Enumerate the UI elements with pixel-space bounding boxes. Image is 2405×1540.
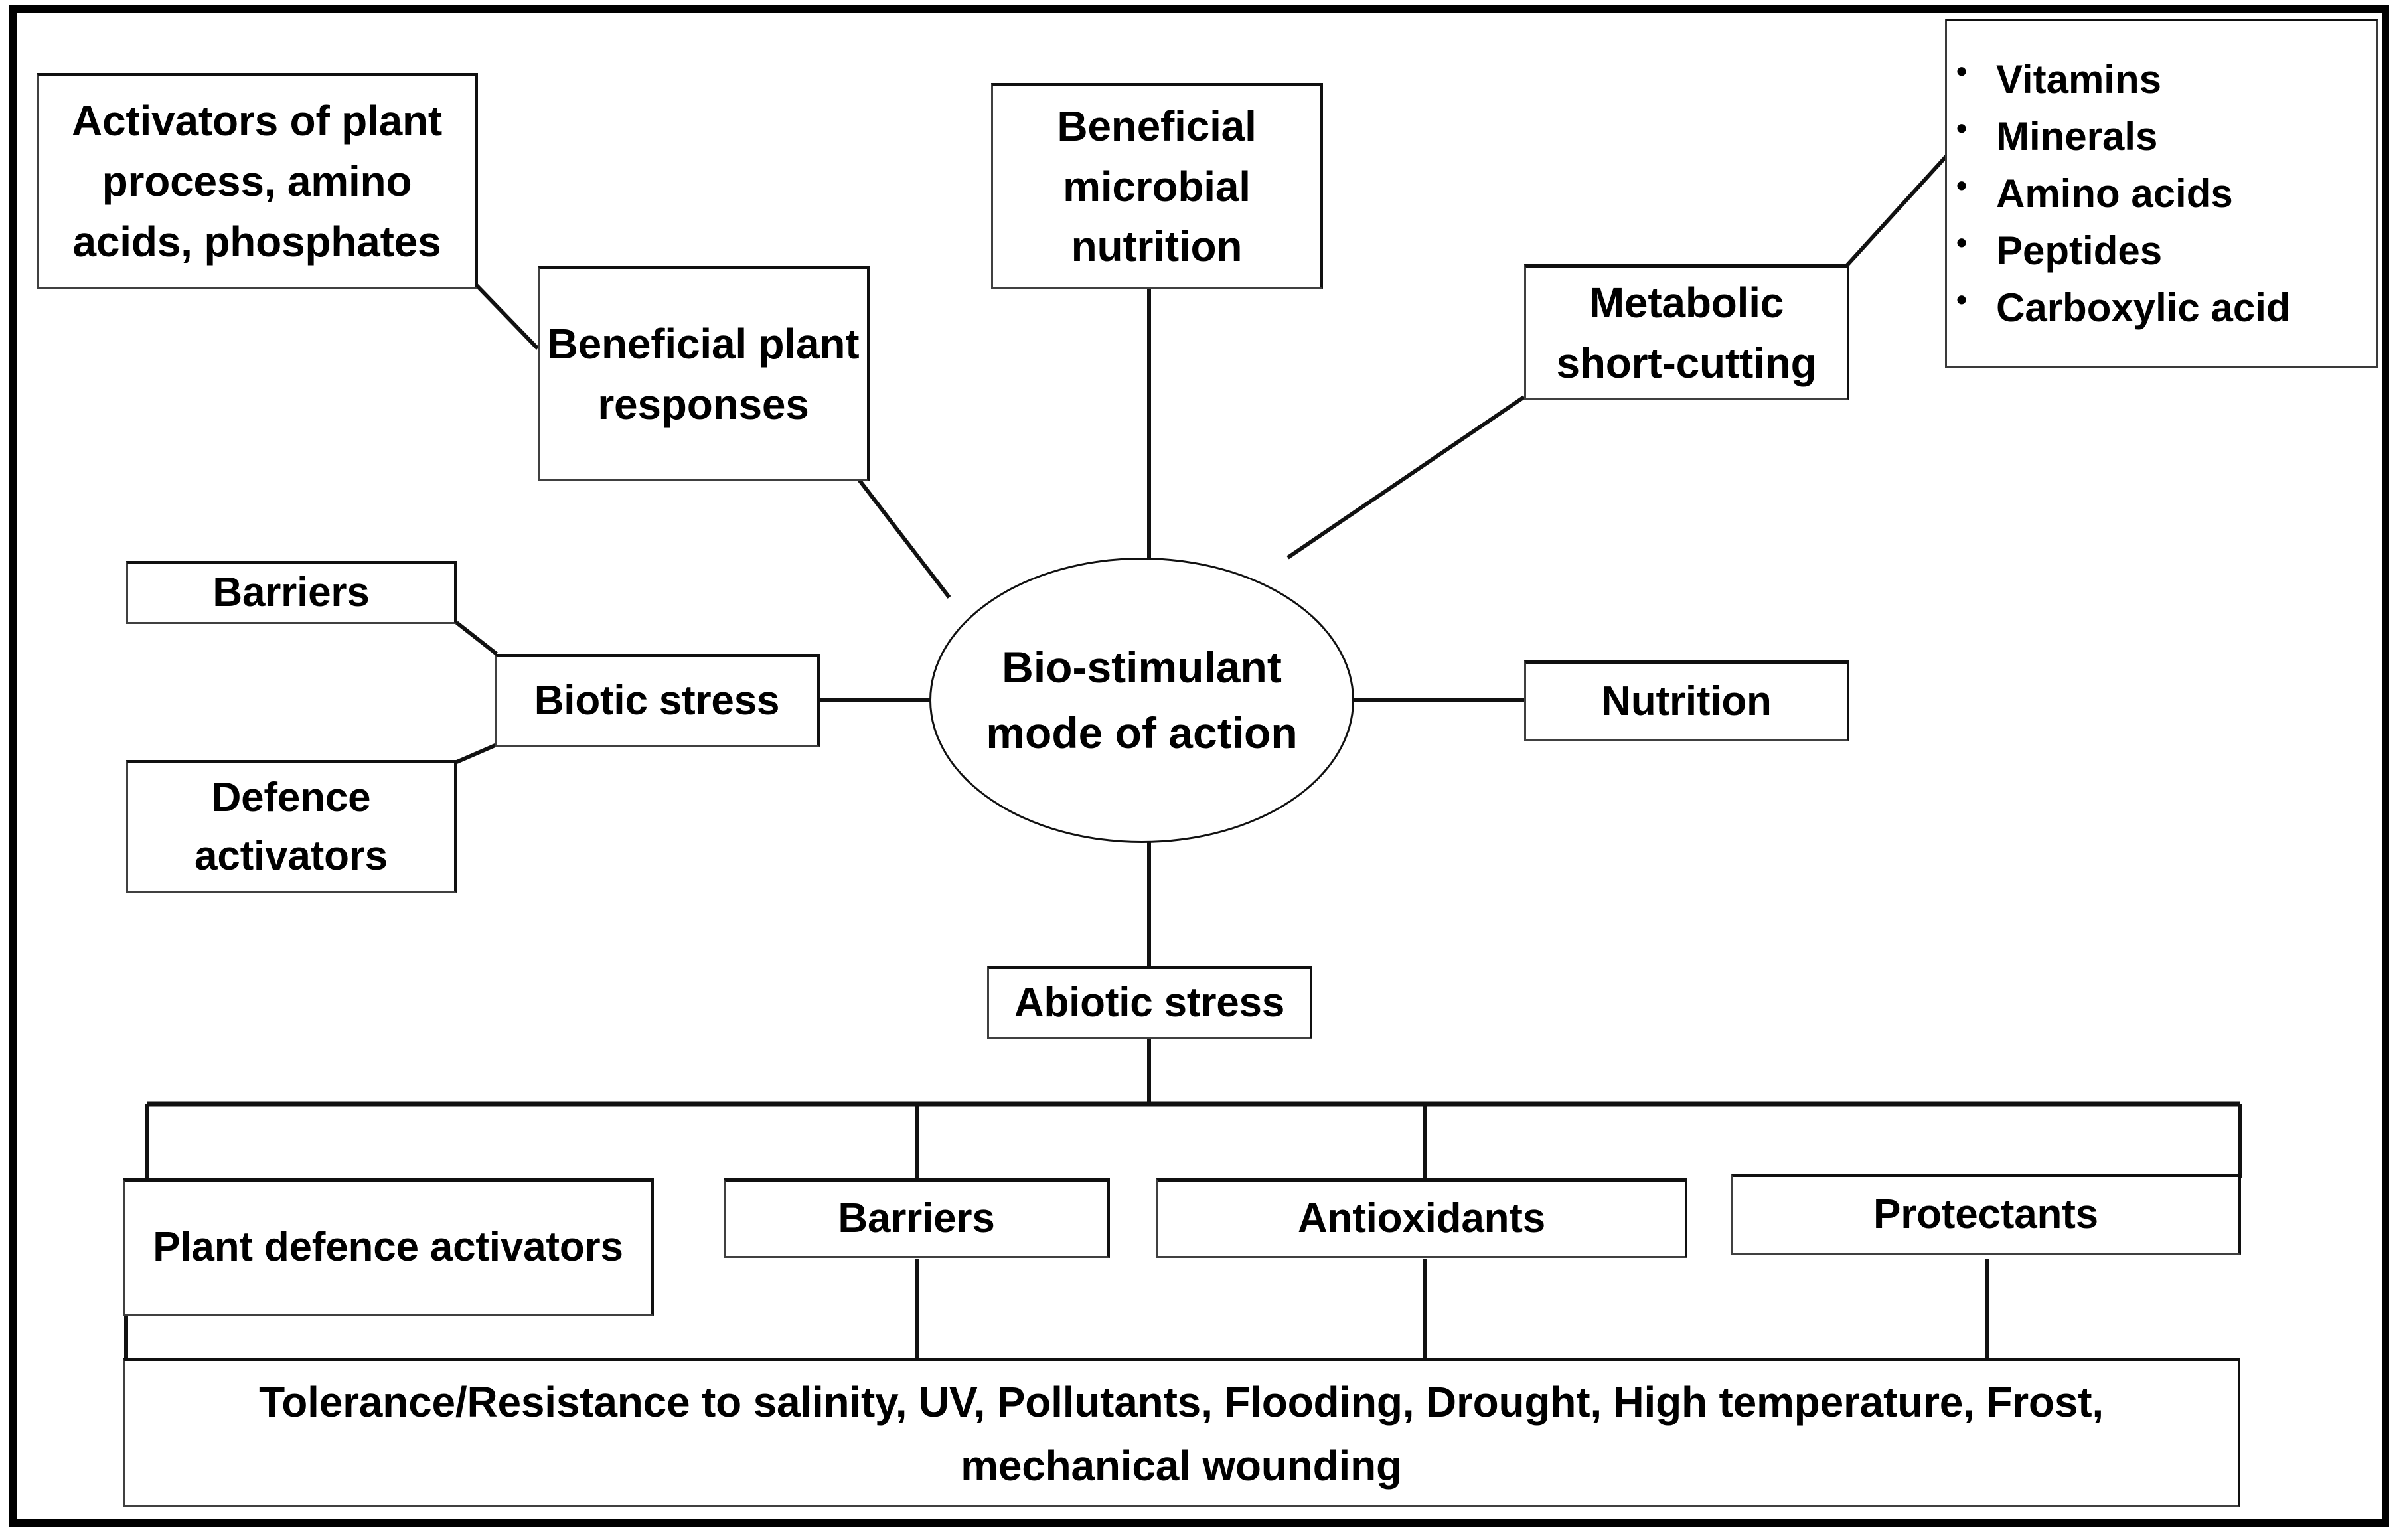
node-biotic-stress[interactable]: Biotic stress xyxy=(495,654,820,747)
node-label: Antioxidants xyxy=(1297,1195,1546,1241)
node-tolerance-resistance[interactable]: Tolerance/Resistance to salinity, UV, Po… xyxy=(123,1358,2240,1507)
node-beneficial-microbial-nutrition[interactable]: Beneficial microbial nutrition xyxy=(991,83,1323,289)
node-label: Protectants xyxy=(1873,1191,2098,1237)
node-label: Beneficial plant responses xyxy=(547,319,860,428)
node-label: Activators of plant process, amino acids… xyxy=(71,97,443,266)
node-activators-of-plant-process[interactable]: Activators of plant process, amino acids… xyxy=(37,73,478,289)
node-label: Beneficial microbial nutrition xyxy=(1057,102,1257,271)
center-node-label: Bio-stimulant mode of action xyxy=(986,635,1297,766)
node-label: Barriers xyxy=(838,1195,995,1241)
node-metabolic-short-cutting[interactable]: Metabolic short-cutting xyxy=(1524,264,1849,400)
node-plant-defence-activators[interactable]: Plant defence activators xyxy=(123,1178,654,1316)
node-label: Biotic stress xyxy=(534,677,780,724)
metabolites-list-box[interactable]: Vitamins Minerals Amino acids Peptides C… xyxy=(1945,19,2378,368)
center-node-label-line2: mode of action xyxy=(986,708,1298,757)
node-antioxidants[interactable]: Antioxidants xyxy=(1156,1178,1687,1258)
list-item: Minerals xyxy=(1956,108,2376,165)
node-beneficial-plant-responses[interactable]: Beneficial plant responses xyxy=(538,266,870,481)
list-item: Amino acids xyxy=(1956,165,2376,222)
node-label: Nutrition xyxy=(1601,678,1772,724)
center-node-label-line1: Bio-stimulant xyxy=(1002,643,1282,692)
node-label: Plant defence activators xyxy=(153,1224,623,1270)
node-protectants[interactable]: Protectants xyxy=(1731,1174,2241,1255)
node-nutrition[interactable]: Nutrition xyxy=(1524,660,1849,741)
node-barriers-biotic[interactable]: Barriers xyxy=(126,561,457,624)
node-label: Tolerance/Resistance to salinity, UV, Po… xyxy=(259,1377,2104,1490)
node-label: Metabolic short-cutting xyxy=(1556,278,1817,387)
list-item: Carboxylic acid xyxy=(1956,279,2376,337)
node-abiotic-stress[interactable]: Abiotic stress xyxy=(987,966,1312,1039)
center-node-bio-stimulant-mode-of-action[interactable]: Bio-stimulant mode of action xyxy=(929,558,1354,843)
node-label: Defence activators xyxy=(194,774,388,879)
node-defence-activators[interactable]: Defence activators xyxy=(126,760,457,893)
node-barriers-abiotic[interactable]: Barriers xyxy=(724,1178,1110,1258)
node-label: Abiotic stress xyxy=(1014,979,1285,1026)
node-label: Barriers xyxy=(212,570,370,616)
metabolites-list: Vitamins Minerals Amino acids Peptides C… xyxy=(1947,51,2376,337)
list-item: Peptides xyxy=(1956,222,2376,279)
list-item: Vitamins xyxy=(1956,51,2376,108)
